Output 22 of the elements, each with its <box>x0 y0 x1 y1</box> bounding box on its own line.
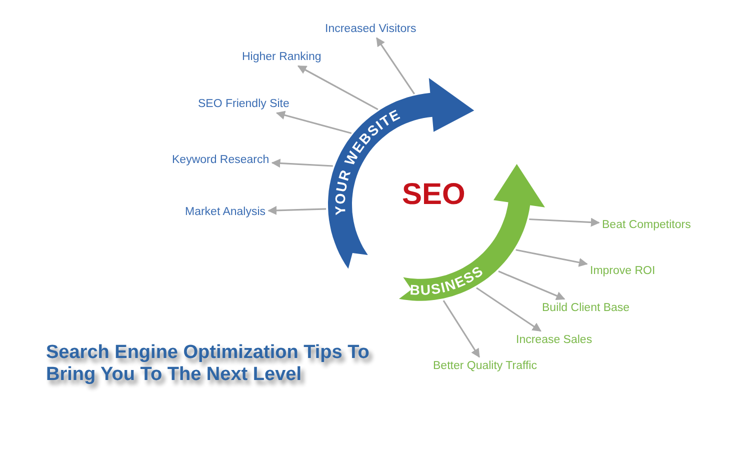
callout-text: Improve ROI <box>590 264 656 278</box>
title-text: Search Engine Optimization Tips To Bring You To The Next Level <box>46 342 370 386</box>
arrow <box>276 110 352 134</box>
arrow <box>376 37 416 94</box>
callout-text: Increased Visitors <box>325 22 416 36</box>
arrow <box>268 206 326 215</box>
arrow <box>529 218 600 227</box>
callout-text: SEO Friendly Site <box>198 97 290 111</box>
center-label: SEO <box>402 178 466 212</box>
arrow <box>498 270 566 300</box>
arrow <box>476 287 542 332</box>
arrow <box>271 158 333 168</box>
arrow <box>516 249 588 267</box>
callout-text: Keyword Research <box>172 153 270 167</box>
callout-text: Better Quality Traffic <box>433 359 537 373</box>
callout-text: Build Client Base <box>542 301 630 315</box>
callout-text: Market Analysis <box>185 205 266 219</box>
callout-text: Increase Sales <box>516 333 592 347</box>
callout-text: Higher Ranking <box>242 50 322 64</box>
arrow <box>297 65 378 110</box>
callout-text: Beat Competitors <box>602 218 691 232</box>
arrow <box>442 300 480 358</box>
